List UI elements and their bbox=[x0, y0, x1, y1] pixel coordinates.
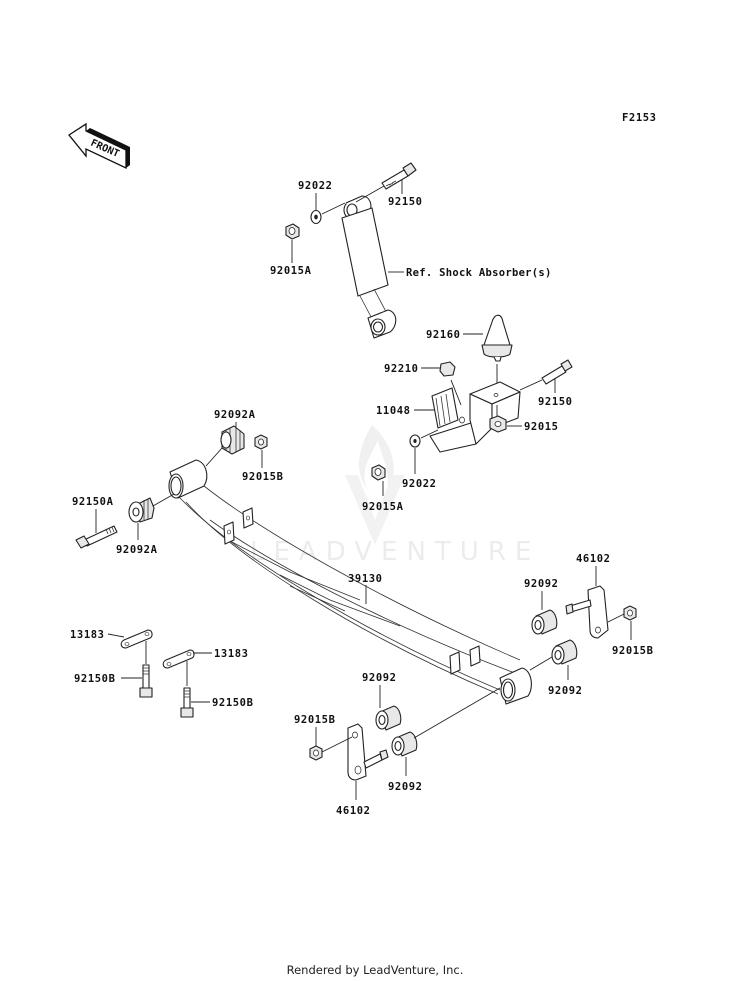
bushing-92092a-lower bbox=[128, 497, 155, 523]
bushing-92092-rear-upper bbox=[531, 609, 558, 635]
front-arrow-icon: FRONT bbox=[68, 122, 130, 170]
callout-label: 13183 bbox=[214, 648, 249, 660]
bushing-92092-lower-a bbox=[375, 705, 402, 731]
callout-label: 13183 bbox=[70, 629, 105, 641]
callout-label: 92092 bbox=[362, 672, 397, 684]
nut-92015b-lower bbox=[309, 745, 323, 761]
callout-label: 92022 bbox=[402, 478, 437, 490]
callout-label: 92092A bbox=[214, 409, 256, 421]
bolt-92150b-b bbox=[180, 687, 194, 718]
bushing-92092-lower-b bbox=[391, 731, 418, 757]
callout-label: 92092 bbox=[548, 685, 583, 697]
bolt-92150b-a bbox=[139, 664, 153, 698]
callout-label: 46102 bbox=[336, 805, 371, 817]
callout-label: 92150B bbox=[212, 697, 254, 709]
clip-nut-92210 bbox=[439, 361, 456, 377]
shackle-46102-rear bbox=[565, 585, 609, 639]
bushing-92092-rear-lower bbox=[551, 639, 578, 665]
callout-label: 92210 bbox=[384, 363, 419, 375]
callout-label: 92150A bbox=[72, 496, 114, 508]
bolt-92150a bbox=[75, 525, 118, 549]
reference-note: Ref. Shock Absorber(s) bbox=[406, 267, 552, 279]
watermark: LEADVENTURE bbox=[250, 425, 540, 567]
callout-label: 92092 bbox=[388, 781, 423, 793]
callout-label: 92022 bbox=[298, 180, 333, 192]
callout-label: 39130 bbox=[348, 573, 383, 585]
callout-label: 92015A bbox=[362, 501, 404, 513]
figure-id: F2153 bbox=[622, 112, 657, 124]
bolt-92150-bracket bbox=[541, 359, 573, 385]
bushing-92092a-upper bbox=[220, 425, 245, 455]
callout-label: 92092A bbox=[116, 544, 158, 556]
nut-92015b-front bbox=[254, 434, 268, 450]
nut-92015a-lower bbox=[371, 464, 386, 481]
nut-92015 bbox=[489, 415, 507, 433]
bracket-11048 bbox=[429, 381, 521, 453]
callout-label: 92092 bbox=[524, 578, 559, 590]
shackle-plate-13183-a bbox=[120, 629, 153, 649]
nut-92015a-upper bbox=[285, 223, 300, 240]
leaf-spring-39130 bbox=[168, 459, 532, 705]
shackle-46102-front bbox=[347, 723, 389, 781]
callout-label: 46102 bbox=[576, 553, 611, 565]
callout-label: 92015B bbox=[612, 645, 654, 657]
nut-92015b-rear bbox=[623, 605, 637, 621]
callout-label: 11048 bbox=[376, 405, 411, 417]
callout-label: 92150B bbox=[74, 673, 116, 685]
watermark-text: LEADVENTURE bbox=[250, 537, 540, 567]
callout-label: 92015B bbox=[294, 714, 336, 726]
shackle-plate-13183-b bbox=[162, 649, 195, 669]
callout-label: 92015B bbox=[242, 471, 284, 483]
footer-credit: Rendered by LeadVenture, Inc. bbox=[286, 963, 464, 977]
callout-label: 92015A bbox=[270, 265, 312, 277]
callout-label: 92150 bbox=[388, 196, 423, 208]
shock-absorber bbox=[341, 195, 397, 339]
callout-label: 92015 bbox=[524, 421, 559, 433]
washer-92022-upper bbox=[310, 209, 322, 225]
callout-label: 92150 bbox=[538, 396, 573, 408]
bolt-92150-upper bbox=[381, 162, 417, 190]
washer-92022-lower bbox=[409, 434, 421, 448]
bump-stop-92160 bbox=[481, 314, 513, 362]
callout-label: 92160 bbox=[426, 329, 461, 341]
